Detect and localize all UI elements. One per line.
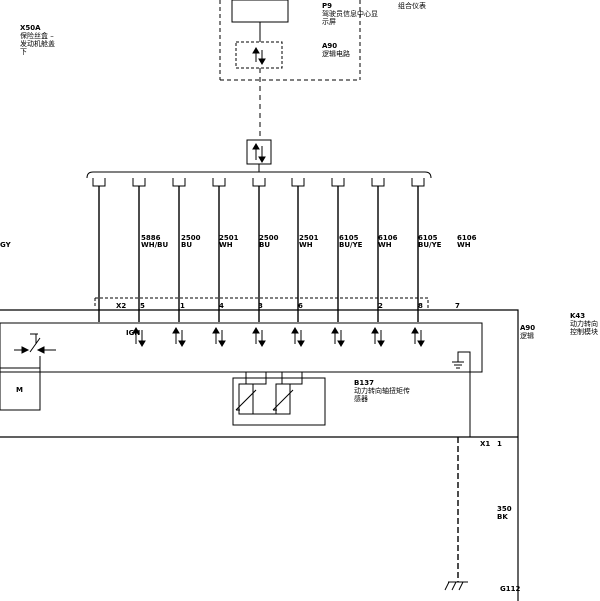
wire-circuit-5: 2501	[299, 234, 319, 242]
wire-circuit-8: 6105	[418, 234, 438, 242]
x50a-desc-3: 下	[20, 48, 27, 56]
wire-circuit-3: 2501	[219, 234, 239, 242]
wire-color-6: BU/YE	[339, 241, 363, 249]
a90-logic-box	[0, 322, 483, 373]
b137-desc-2: 感器	[354, 395, 368, 403]
splice-arrow-box-icon	[246, 139, 272, 172]
a90-mid-desc: 逻辑	[520, 332, 534, 340]
x2-label: X2	[116, 302, 127, 310]
ground-wire-circuit: 350	[497, 505, 512, 513]
p9-module-outline	[219, 0, 361, 81]
wire-color-2: BU	[181, 241, 193, 249]
motor-label: M	[16, 386, 23, 394]
x2-pin-1: 1	[180, 302, 185, 310]
x2-pin-0: 5	[140, 302, 145, 310]
chassis-ground-icon	[452, 351, 471, 437]
b137-code: B137	[354, 379, 374, 387]
x2-pin-6: 8	[418, 302, 423, 310]
wire-circuit-1: 5886	[141, 234, 161, 242]
ign-label: IGN	[126, 329, 141, 337]
motor-relay-circuit	[0, 333, 56, 411]
wire-circuit-9: 6106	[457, 234, 477, 242]
p9-side-desc: 组合仪表	[398, 2, 426, 10]
x50a-desc-1: 保险丝盒 –	[20, 32, 54, 40]
harness-brace	[86, 171, 432, 179]
k43-desc-2: 控制模块	[570, 328, 598, 336]
x2-pin-3: 3	[258, 302, 263, 310]
x2-connector-outline	[94, 297, 429, 310]
wire-color-8: BU/YE	[418, 241, 442, 249]
wire-color-4: BU	[259, 241, 271, 249]
wire-color-3: WH	[219, 241, 233, 249]
wire-circuit-7: 6106	[378, 234, 398, 242]
x2-pin-7: 7	[455, 302, 460, 310]
g112-code: G112	[500, 585, 521, 593]
x1-pin: 1	[497, 440, 502, 448]
ground-wire-color: BK	[497, 513, 508, 521]
x2-pin-2: 4	[219, 302, 224, 310]
x1-label: X1	[480, 440, 491, 448]
b137-torque-sensor	[232, 372, 326, 426]
wire-circuit-2: 2500	[181, 234, 201, 242]
x50a-desc-2: 发动机舱盖	[20, 40, 55, 48]
p9-code: P9	[322, 2, 333, 10]
b137-desc-1: 动力转向轴扭矩传	[354, 387, 410, 395]
data-arrow-top-icon	[252, 47, 266, 65]
x50a-code: X50A	[20, 24, 41, 32]
p9-desc-2: 示屏	[322, 18, 336, 26]
a90-data-arrows-icon	[132, 327, 425, 347]
k43-module-outline	[0, 309, 519, 601]
x2-pin-4: 6	[298, 302, 303, 310]
harness-connector-cups	[92, 178, 425, 187]
wire-color-7: WH	[378, 241, 392, 249]
wire-circuit-6: 6105	[339, 234, 359, 242]
wire-color-9: WH	[457, 241, 471, 249]
wire-color-0: GY	[0, 241, 11, 249]
a90-mid-code: A90	[520, 324, 536, 332]
wire-color-1: WH/BU	[141, 241, 169, 249]
x2-pin-5: 2	[378, 302, 383, 310]
wire-color-5: WH	[299, 241, 313, 249]
harness-wires	[98, 186, 419, 322]
a90-top-desc: 逻辑电路	[322, 50, 350, 58]
p9-desc-1: 驾驶员信息中心显	[322, 10, 378, 18]
k43-desc-1: 动力转向	[570, 320, 598, 328]
k43-code: K43	[570, 312, 586, 320]
g112-ground-icon	[444, 581, 468, 591]
wire-circuit-4: 2500	[259, 234, 279, 242]
a90-top-code: A90	[322, 42, 338, 50]
